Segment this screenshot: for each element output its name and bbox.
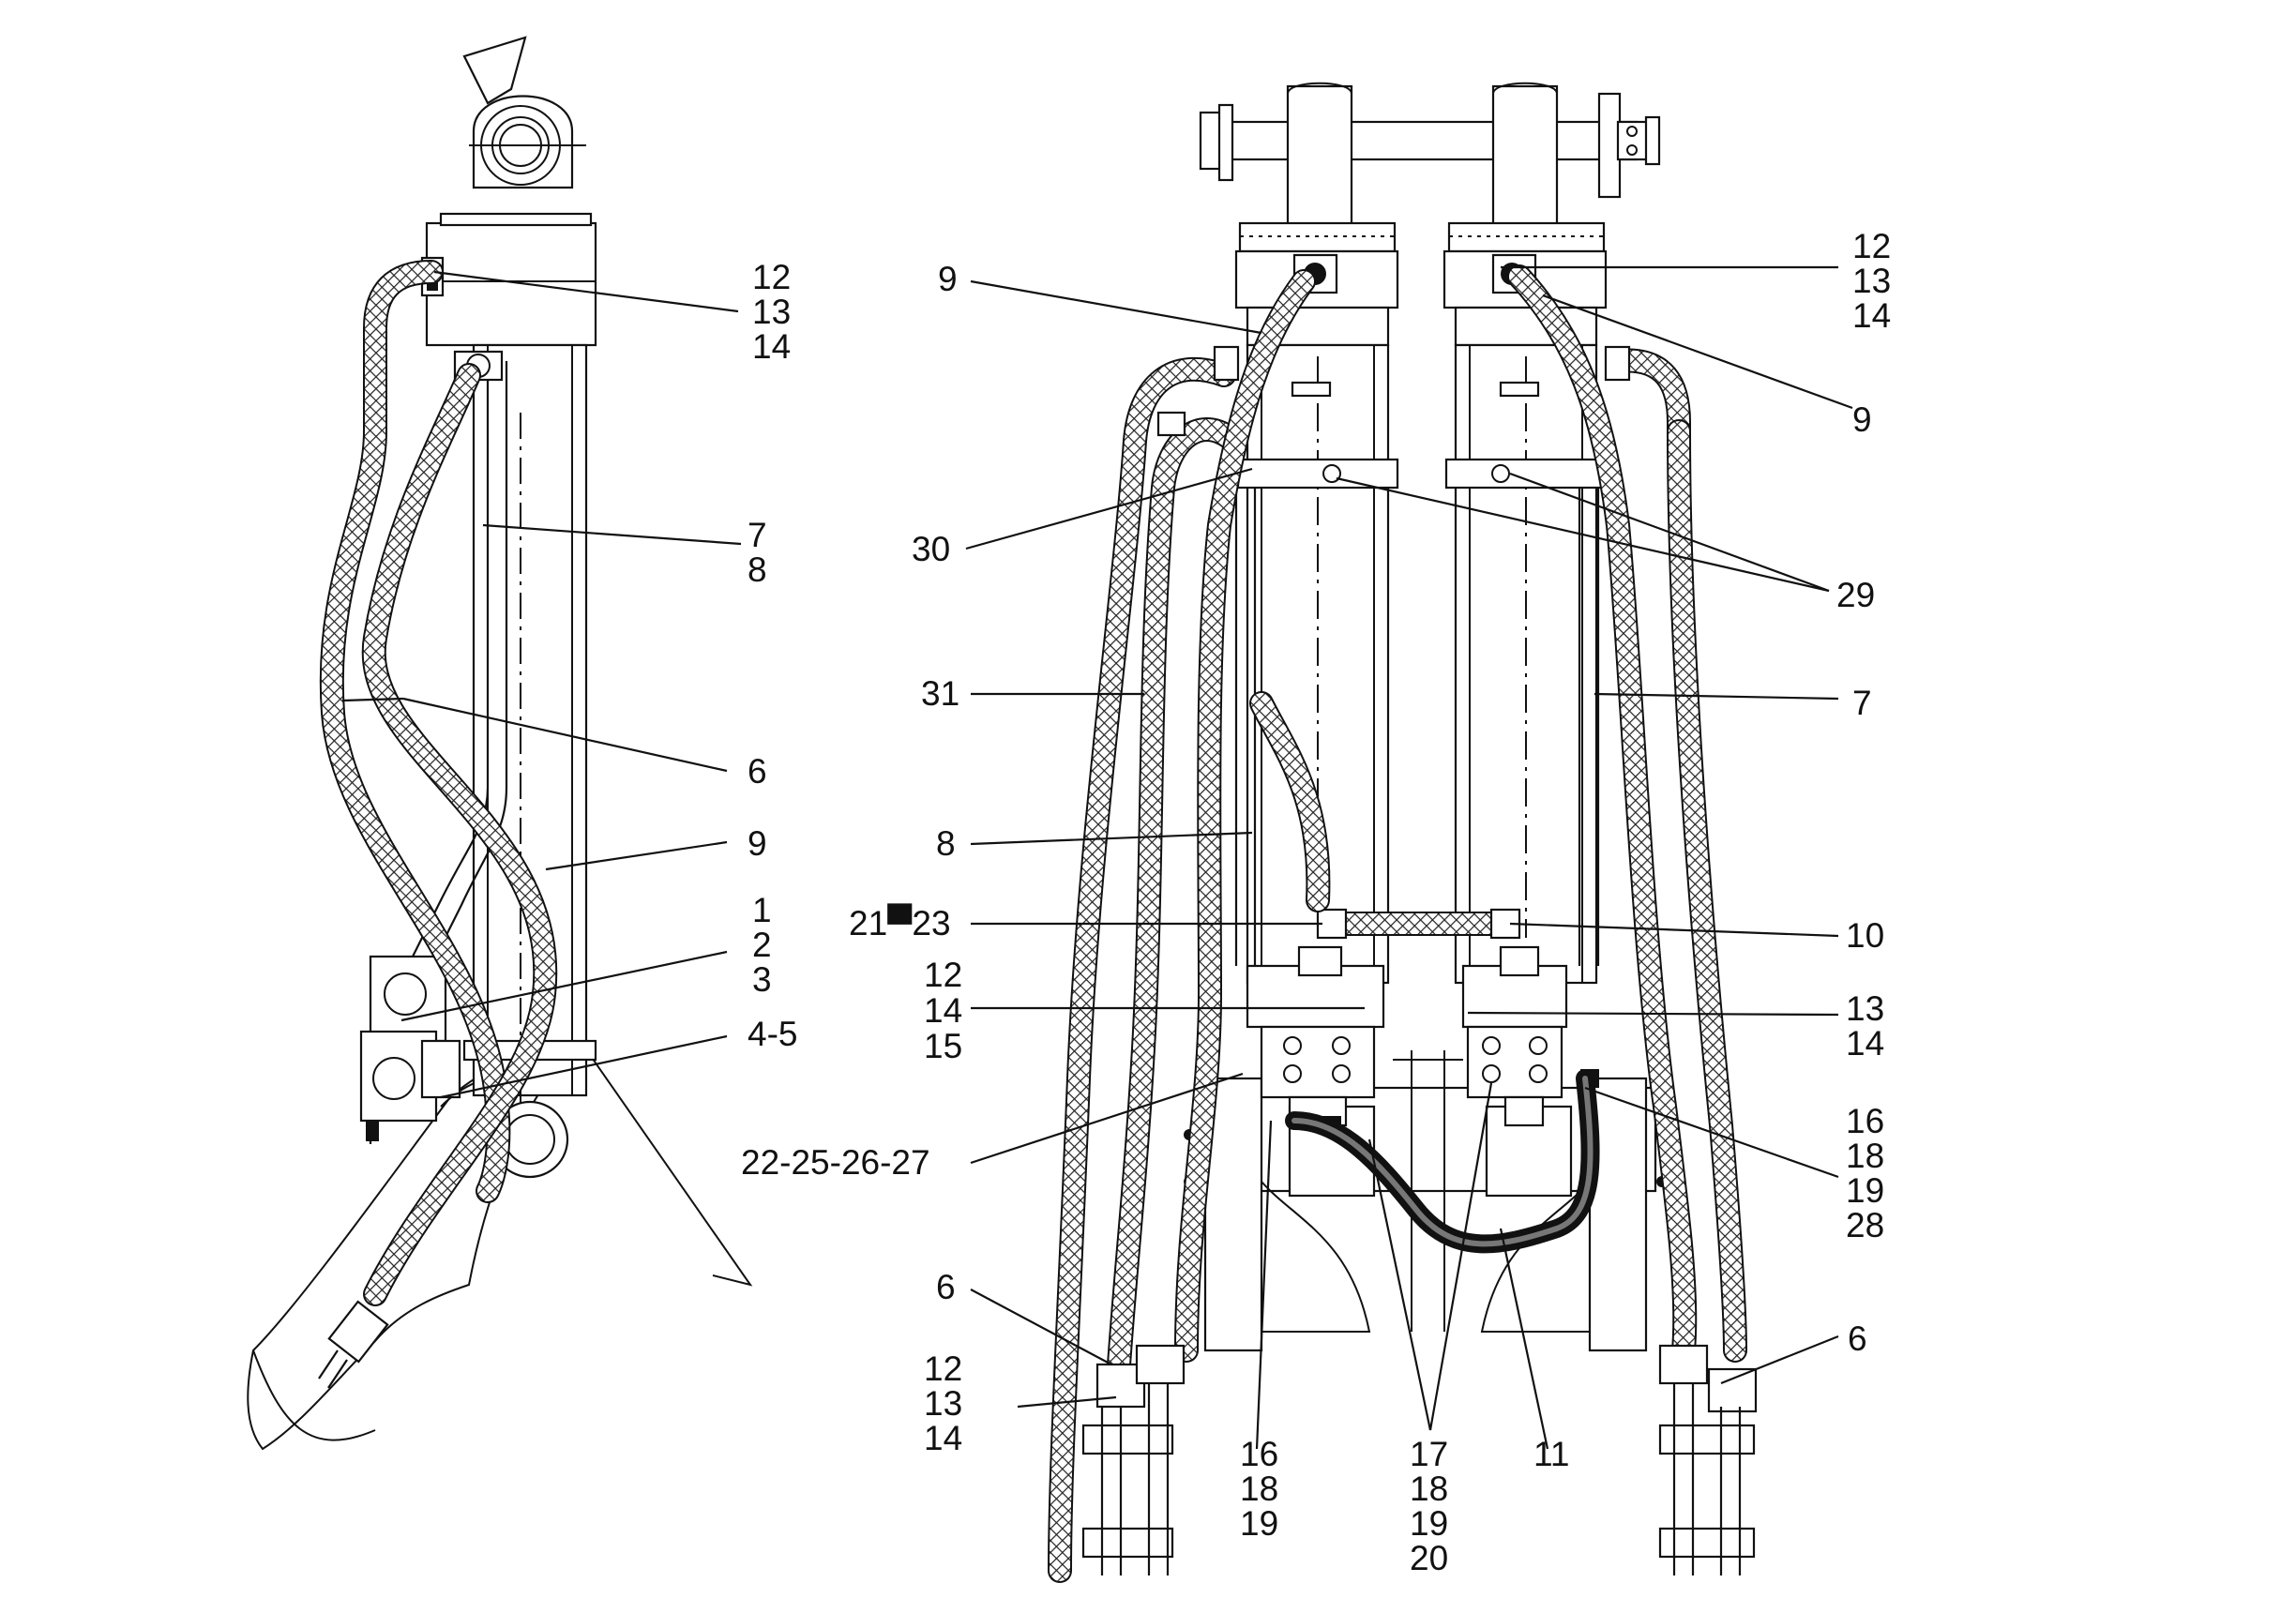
callout-10: 10	[1846, 916, 1884, 955]
callout-16-18-19-28-c: 19	[1846, 1171, 1884, 1210]
hose-9-right-view-right	[1507, 264, 1698, 1363]
callout-12-13-14-bottom-a: 12	[924, 1349, 962, 1388]
rigid-pipe	[393, 361, 490, 995]
callout-8: 8	[936, 824, 956, 863]
callout-12-13-14-bottom-b: 13	[924, 1384, 962, 1423]
callout-16-18-19-28-a: 16	[1846, 1102, 1884, 1140]
left-cylinder-head	[1234, 221, 1399, 347]
callout-30: 30	[912, 530, 950, 568]
callout-6-bottom-left: 6	[936, 1268, 956, 1306]
callout-4-5: 4-5	[748, 1015, 797, 1053]
valve-block	[359, 955, 461, 1144]
top-pivot-eye	[462, 36, 586, 189]
callout-9-left: 9	[748, 824, 767, 863]
callout-31: 31	[921, 674, 959, 713]
hose-6-outer-right	[1606, 348, 1747, 1363]
callout-16-18-19-bottom-a: 16	[1240, 1435, 1278, 1473]
callout-7-8-left-a: 7	[748, 516, 767, 554]
bottom-fittings-left	[1081, 1344, 1186, 1575]
callout-labels: 12 13 14 7 8 6 9 1 2 3 4-5 9 30 31 8 21▀…	[741, 227, 1891, 1577]
callout-12-13-14-bottom-c: 14	[924, 1419, 962, 1457]
callout-13-14-right-b: 14	[1846, 1024, 1884, 1063]
cylinder-barrel	[472, 343, 588, 1097]
callout-12-13-14-top-right-c: 14	[1852, 296, 1891, 335]
callout-9-top-left: 9	[938, 260, 958, 298]
callout-16-18-19-28-d: 28	[1846, 1206, 1884, 1244]
callout-1: 1	[752, 891, 772, 929]
callout-12-14-15-c: 15	[924, 1027, 962, 1065]
right-front-view	[965, 82, 1853, 1583]
callout-16-18-19-28-b: 18	[1846, 1137, 1884, 1175]
callout-12-13-14-top-right-b: 13	[1852, 262, 1891, 300]
callout-18: 18	[1410, 1470, 1448, 1508]
callout-17: 17	[1410, 1435, 1448, 1473]
callout-29: 29	[1836, 576, 1875, 614]
callout-16-18-19-bottom-b: 18	[1240, 1470, 1278, 1508]
cylinder-head	[425, 221, 597, 347]
callout-16-18-19-bottom-c: 19	[1240, 1504, 1278, 1543]
hose-9-left	[361, 363, 558, 1306]
callout-3: 3	[752, 960, 772, 999]
callout-11: 11	[1533, 1435, 1569, 1473]
callout-12-13-14-top-right-a: 12	[1852, 227, 1891, 265]
hose-31-outer-left	[1048, 356, 1236, 1583]
callout-12-13-14-left-b: 13	[752, 293, 791, 331]
callout-6-bottom-right: 6	[1848, 1319, 1867, 1358]
hose-8	[1249, 691, 1331, 912]
valve-block-right	[1461, 945, 1599, 1127]
callout-22-25-26-27: 22-25-26-27	[741, 1143, 930, 1182]
left-side-view	[247, 36, 753, 1451]
hose-30	[1106, 417, 1246, 1391]
bottom-fittings-right	[1658, 1344, 1758, 1575]
callout-2: 2	[752, 926, 772, 964]
hose-10	[1316, 908, 1521, 940]
callout-12-14-15-a: 12	[924, 956, 962, 994]
callout-9-right: 9	[1852, 400, 1872, 439]
callout-6-left: 6	[748, 752, 767, 791]
clamp-left	[1236, 458, 1399, 490]
hose-11	[1285, 1069, 1600, 1254]
callout-20: 20	[1410, 1539, 1448, 1577]
callout-12-13-14-left-c: 14	[752, 327, 791, 366]
hose-9-right-view-left	[1174, 269, 1316, 1363]
callout-7-right: 7	[1852, 684, 1872, 722]
callout-13-14-right-a: 13	[1846, 989, 1884, 1028]
top-axle-pin	[1199, 92, 1661, 199]
callout-21-23: 21▀23	[849, 903, 951, 942]
callout-19: 19	[1410, 1504, 1448, 1543]
callout-7-8-left-b: 8	[748, 550, 767, 589]
clamp-right	[1444, 458, 1608, 490]
callout-12-13-14-left-a: 12	[752, 258, 791, 296]
callout-12-14-15-b: 14	[924, 991, 962, 1030]
